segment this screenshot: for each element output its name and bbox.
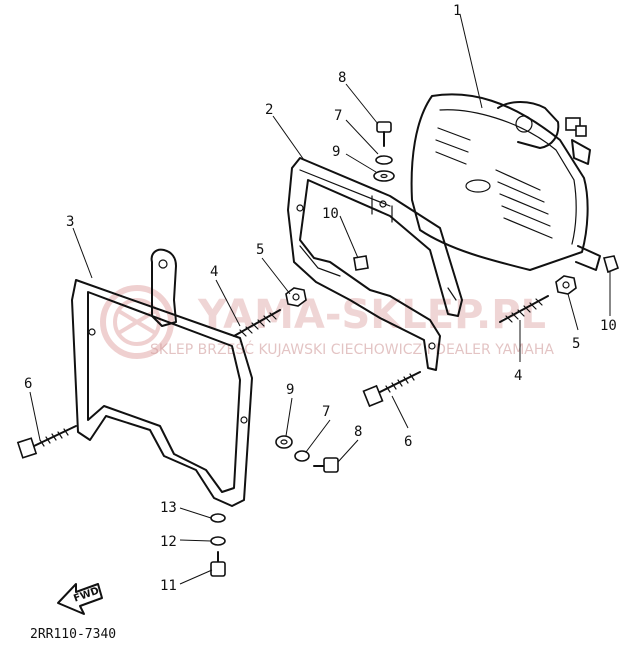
- callout-13: 13: [160, 500, 177, 516]
- callout-4-right: 4: [514, 368, 522, 384]
- callout-6-left: 6: [24, 376, 32, 392]
- watermark-sub-text: SKLEP BRZEŚĆ KUJAWSKI CIECHOWICZ I DEALE…: [150, 340, 554, 358]
- callout-9-top: 9: [332, 144, 340, 160]
- collar-mid: [353, 255, 369, 271]
- bolt-left: [16, 425, 77, 459]
- callout-9-bottom: 9: [286, 382, 294, 398]
- screw-11: [210, 551, 226, 577]
- callout-10-right: 10: [600, 318, 617, 334]
- callout-7-bottom: 7: [322, 404, 330, 420]
- callouts: 1 2 3 4 4 5 5 6 6 7 7 8 8 9 9 10 10 11 1…: [24, 3, 617, 594]
- callout-8-bottom: 8: [354, 424, 362, 440]
- callout-4-left: 4: [210, 264, 218, 280]
- washer-top-9: [373, 170, 395, 182]
- callout-2: 2: [265, 102, 273, 118]
- screw-top: [376, 121, 392, 147]
- screw-bottom: [313, 457, 339, 473]
- callout-5-left: 5: [256, 242, 264, 258]
- callout-8-top: 8: [338, 70, 346, 86]
- watermark: YAMA-SKLEP.PL SKLEP BRZEŚĆ KUJAWSKI CIEC…: [100, 285, 554, 359]
- collar-right: [602, 255, 619, 274]
- washer-12: [210, 536, 226, 546]
- adjust-screw-right: [499, 295, 549, 323]
- washer-top-7: [375, 155, 393, 165]
- fwd-arrow: FWD: [57, 583, 103, 615]
- callout-6-right: 6: [404, 434, 412, 450]
- headlight-rim: [71, 248, 253, 507]
- adjust-screw-left: [233, 309, 281, 337]
- headlight-bracket: [287, 157, 463, 371]
- callout-12: 12: [160, 534, 177, 550]
- washer-bottom-7: [294, 450, 310, 462]
- callout-3: 3: [66, 214, 74, 230]
- callout-11: 11: [160, 578, 177, 594]
- leader-lines: [29, 13, 611, 585]
- nut-left: [285, 287, 307, 307]
- callout-5-right: 5: [572, 336, 580, 352]
- callout-7-top: 7: [334, 108, 342, 124]
- washer-bottom-9: [275, 435, 293, 449]
- callout-1: 1: [453, 3, 461, 19]
- callout-10-mid: 10: [322, 206, 339, 222]
- bolt-right: [362, 371, 421, 408]
- washer-13: [210, 513, 226, 523]
- nut-right: [555, 275, 577, 295]
- watermark-main-text: YAMA-SKLEP.PL: [197, 292, 546, 338]
- headlight-unit: [410, 93, 601, 271]
- diagram-code: 2RR110-7340: [30, 627, 116, 642]
